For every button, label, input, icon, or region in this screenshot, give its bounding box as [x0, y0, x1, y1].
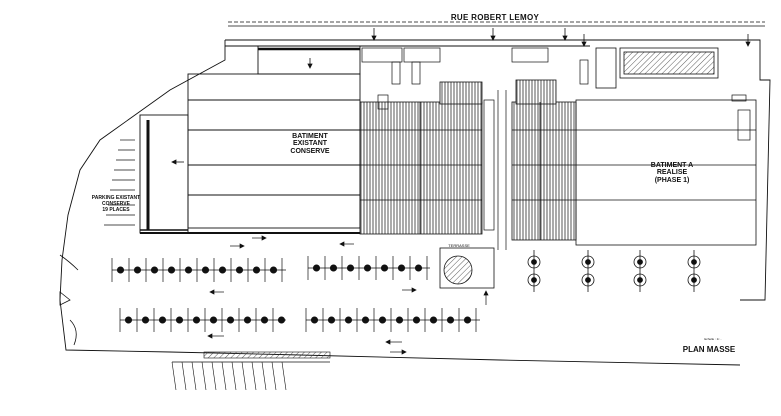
parking-tree	[378, 316, 387, 324]
existing-parking-label: PARKING EXISTANT CONSERVE 19 PLACES	[80, 195, 152, 213]
parking-tree	[412, 316, 421, 324]
parking-tree	[167, 266, 176, 274]
bottom-boundary-hatch	[171, 351, 331, 391]
new-building-footprint-east	[511, 79, 577, 241]
parking-rows	[111, 256, 480, 332]
street-name-label: RUE ROBERT LEMOY	[450, 13, 540, 22]
parking-tree	[395, 316, 404, 324]
parking-line1: PARKING EXISTANT	[91, 195, 141, 201]
parking-tree	[260, 316, 269, 324]
parking-tree	[150, 266, 159, 274]
street-edge	[228, 21, 765, 27]
parking-tree	[327, 316, 336, 324]
existing-building-line2: EXISTANT	[292, 140, 328, 148]
parking-tree	[463, 316, 472, 324]
terrace-label: TERRASSE	[448, 243, 470, 248]
existing-building	[139, 45, 361, 234]
plan-title: PLAN MASSE	[682, 345, 736, 354]
parking-tree	[414, 264, 423, 272]
parking-tree	[363, 264, 372, 272]
central-passage	[483, 90, 507, 250]
parking-tree	[344, 316, 353, 324]
parking-tree	[310, 316, 319, 324]
parking-tree	[133, 266, 142, 274]
access-arrows	[371, 28, 751, 47]
parking-tree	[116, 266, 125, 274]
traffic-arrows	[207, 235, 489, 355]
parking-tree	[218, 266, 227, 274]
parking-tree	[209, 316, 218, 324]
parking-line3: 19 PLACES	[102, 206, 130, 213]
new-building-line2: REALISE	[656, 169, 688, 177]
parking-tree	[243, 316, 252, 324]
parking-tree	[380, 264, 389, 272]
new-building-line3: (PHASE 1)	[654, 176, 690, 184]
existing-building-label: BATIMENT EXISTANT CONSERVE	[270, 133, 350, 155]
parking-tree	[158, 316, 167, 324]
existing-building-line3: CONSERVE	[290, 147, 330, 155]
parking-tree	[124, 316, 133, 324]
parking-tree	[235, 266, 244, 274]
site-entrance	[59, 254, 79, 346]
new-building-footprint-west	[359, 81, 483, 235]
parking-tree	[312, 264, 321, 272]
parking-tree	[192, 316, 201, 324]
parking-tree	[226, 316, 235, 324]
parking-tree	[429, 316, 438, 324]
parking-tree	[361, 316, 370, 324]
new-building-outline	[575, 47, 757, 246]
parking-tree	[201, 266, 210, 274]
left-parking-stalls	[104, 139, 135, 226]
building-arrows	[171, 58, 313, 165]
parking-tree	[184, 266, 193, 274]
parking-tree	[252, 266, 261, 274]
terrace	[439, 247, 495, 289]
parking-tree	[346, 264, 355, 272]
existing-building-line1: BATIMENT	[292, 133, 328, 140]
scale-note: Echelle : 1/...	[704, 337, 722, 341]
new-building-label: BATIMENT A REALISE (PHASE 1)	[640, 162, 704, 184]
parking-tree	[269, 266, 278, 274]
parking-tree	[329, 264, 338, 272]
service-blocks	[361, 47, 751, 141]
parking-tree	[141, 316, 150, 324]
new-building-line1: BATIMENT A	[650, 162, 694, 169]
parking-tree	[397, 264, 406, 272]
parking-tree	[175, 316, 184, 324]
parking-line2: CONSERVE	[102, 200, 130, 207]
parking-tree	[446, 316, 455, 324]
tree-planters	[527, 250, 701, 292]
parking-tree	[277, 316, 286, 324]
